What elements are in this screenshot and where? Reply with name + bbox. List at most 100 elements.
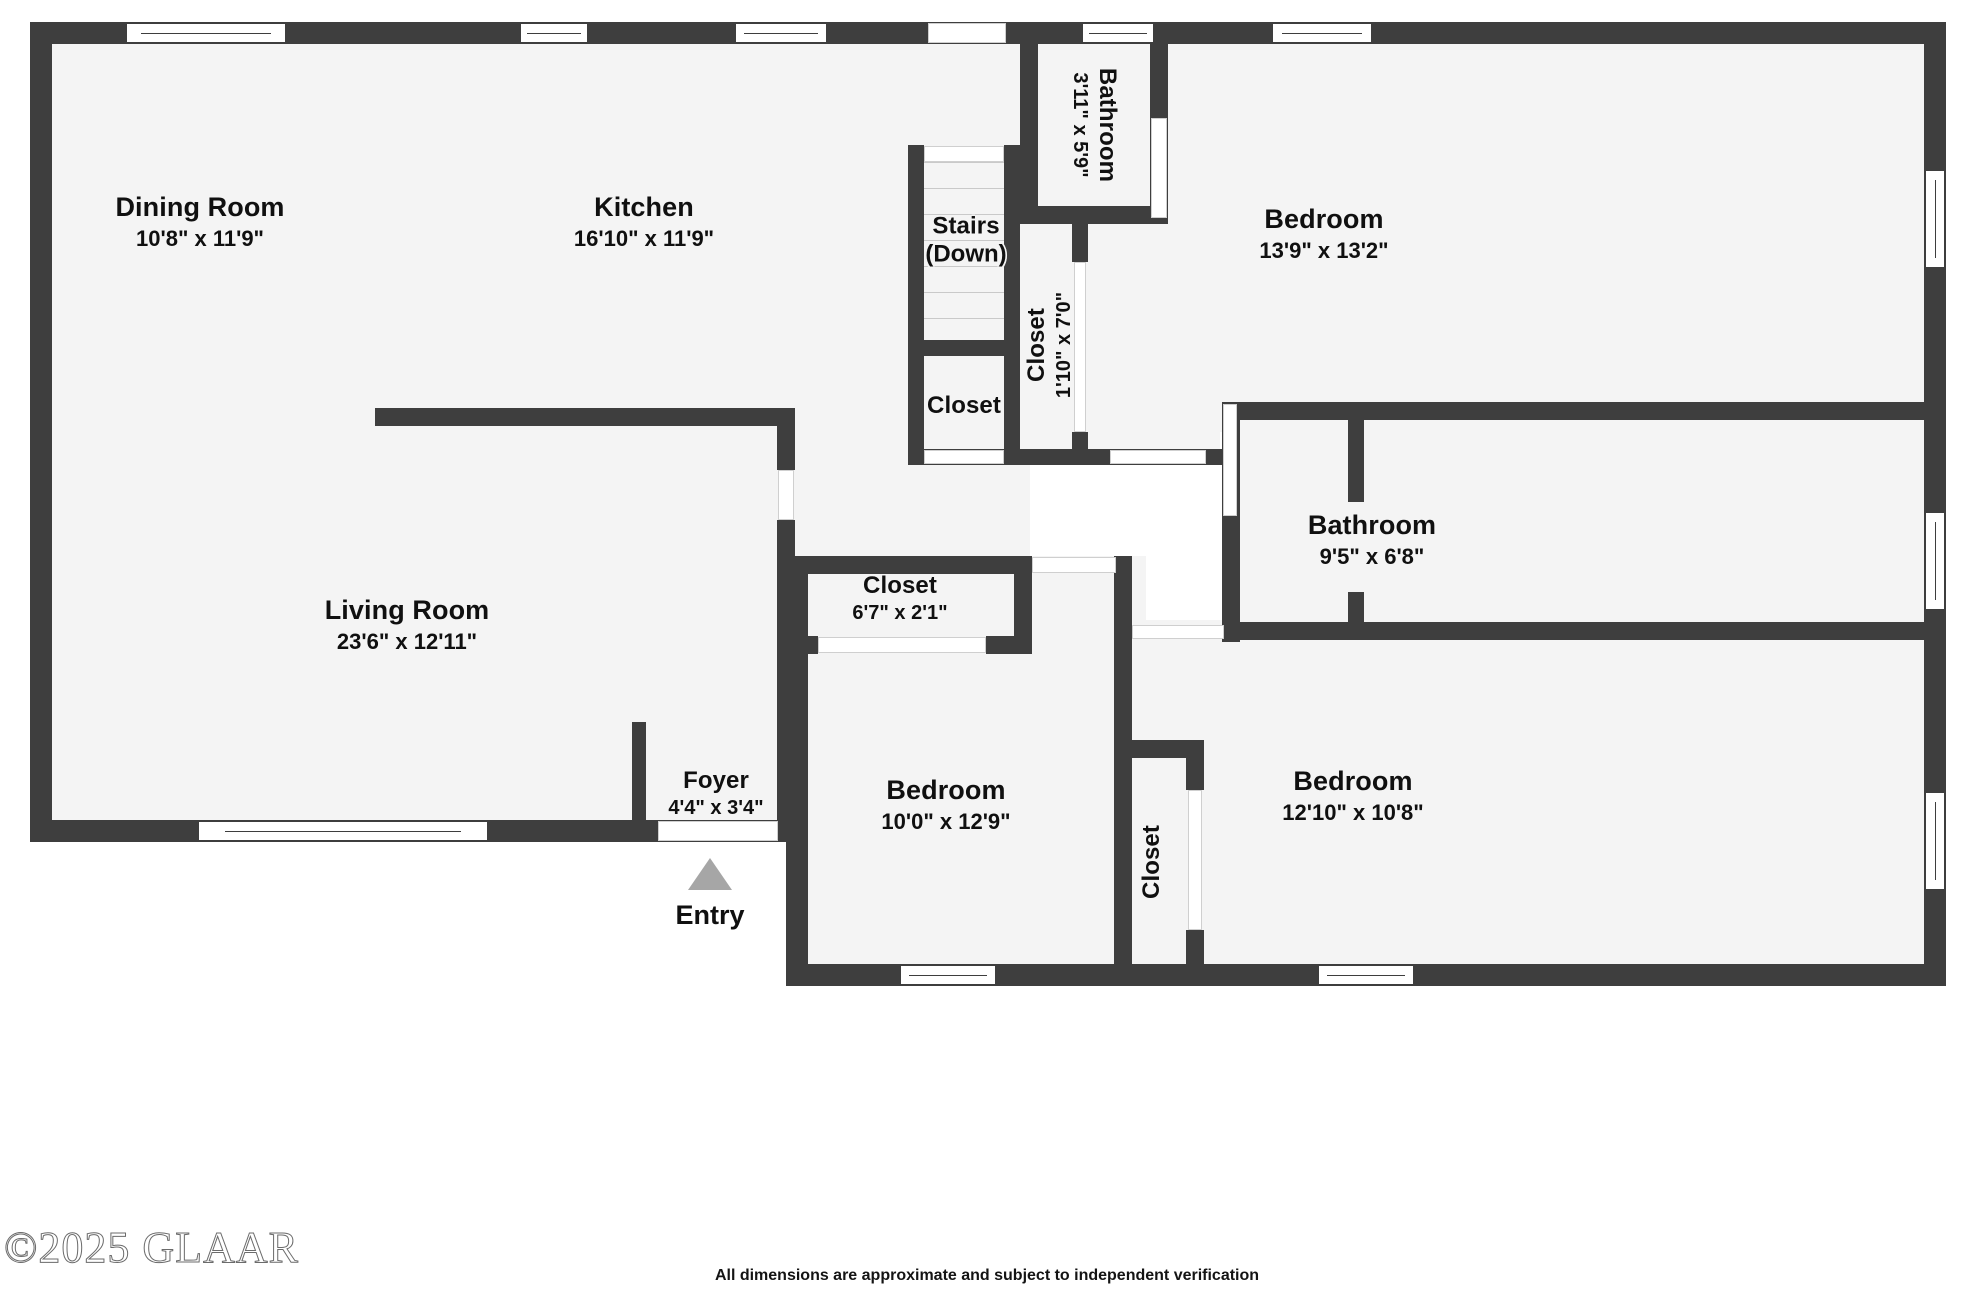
- window-living-room-bottom: [198, 821, 488, 841]
- room-label-bathroom-top: Bathroom 3'11" x 5'9": [1067, 68, 1121, 182]
- floor-area-bottom-right-bedroom: [1130, 620, 1946, 986]
- floor-area-stairs-block: [908, 145, 1020, 465]
- disclaimer-note: All dimensions are approximate and subje…: [714, 1267, 1260, 1284]
- room-name: Closet: [927, 391, 1001, 419]
- floor-area-bathroom-top: [1020, 22, 1168, 222]
- door-opening-hall-closet: [1074, 262, 1086, 432]
- window-kitchen-right: [735, 23, 827, 43]
- entry-label: Entry: [675, 900, 745, 930]
- bottom-closet-wall-right-upper: [1186, 740, 1204, 790]
- room-label-living-room: Living Room 23'6" x 12'11": [325, 595, 490, 655]
- stairwell-wall-left: [908, 145, 924, 465]
- entry-arrow-icon: [688, 858, 732, 890]
- room-dimensions: 6'7" x 2'1": [852, 602, 948, 625]
- stairwell-wall-bottom: [908, 340, 1020, 356]
- room-label-bedroom-top-right: Bedroom 13'9" x 13'2": [1259, 204, 1388, 264]
- door-opening-living-kitchen: [778, 470, 794, 520]
- interior-wall-hall-right: [1204, 449, 1222, 465]
- window-bathroom-right-side: [1925, 512, 1945, 610]
- window-bedroom-right-side: [1925, 170, 1945, 268]
- room-label-dining-room: Dining Room 10'8" x 11'9": [115, 192, 284, 252]
- room-dimensions: 1'10" x 7'0": [1053, 291, 1076, 399]
- right-bathroom-partition-lower: [1348, 592, 1364, 640]
- room-dimensions: (Down): [925, 241, 1007, 268]
- interior-wall-living-hall: [777, 520, 795, 840]
- room-name: Living Room: [324, 595, 490, 626]
- room-label-closet-stairs: Closet: [927, 392, 1001, 420]
- door-opening-foyer-entry: [658, 821, 778, 841]
- room-label-bathroom-right: Bathroom 9'5" x 6'8": [1308, 510, 1436, 570]
- room-name: Bathroom: [1093, 67, 1121, 183]
- center-closet-wall-bottom: [786, 636, 818, 654]
- window-kitchen-left: [520, 23, 588, 43]
- door-opening-bathroom-side: [1151, 118, 1167, 218]
- room-name: Dining Room: [115, 192, 285, 223]
- right-bathroom-wall-bottom: [1222, 622, 1946, 640]
- stair-tread: [924, 214, 1004, 240]
- center-closet-wall-right: [1014, 556, 1032, 654]
- window-bedroom-bottom-right-bottom: [1318, 965, 1414, 985]
- room-label-bedroom-center: Bedroom 10'0" x 12'9": [881, 775, 1010, 835]
- bottom-closet-wall-top: [1130, 740, 1204, 758]
- right-bathroom-partition: [1348, 402, 1364, 502]
- room-label-closet-hall: Closet 1'10" x 7'0": [1023, 292, 1077, 398]
- stair-tread: [924, 292, 1004, 318]
- door-opening-hall-a: [924, 450, 1004, 464]
- right-bathroom-wall-top: [1222, 402, 1946, 420]
- room-dimensions: 4'4" x 3'4": [668, 797, 764, 820]
- door-opening-hall-b: [1110, 450, 1206, 464]
- exterior-wall-left: [30, 22, 52, 842]
- door-opening-center-closet-top: [1032, 557, 1116, 573]
- room-label-closet-bedroom-2: Closet 6'7" x 2'1": [852, 572, 947, 626]
- floor-area-center-bedroom: [786, 556, 1146, 986]
- stair-tread: [924, 318, 1004, 340]
- hall-closet-wall-right: [1072, 224, 1088, 262]
- stair-tread: [924, 162, 1004, 188]
- room-label-bedroom-bottom-right: Bedroom 12'10" x 10'8": [1282, 766, 1423, 826]
- window-bathroom-top: [1082, 23, 1154, 43]
- hall-closet-wall-right-lower: [1072, 432, 1088, 462]
- room-dimensions: 10'0" x 12'9": [881, 808, 1011, 834]
- room-name: Stairs: [932, 212, 1000, 240]
- room-label-kitchen: Kitchen 16'10" x 11'9": [574, 192, 714, 252]
- stair-tread: [924, 188, 1004, 214]
- interior-wall-kitchen-living-vertical: [777, 408, 795, 470]
- room-label-foyer: Foyer 4'4" x 3'4": [668, 767, 763, 821]
- window-dining-room: [126, 23, 286, 43]
- door-opening-center-closet-bottom: [818, 637, 986, 653]
- room-dimensions: 9'5" x 6'8": [1319, 543, 1425, 569]
- room-dimensions: 12'10" x 10'8": [1282, 799, 1424, 825]
- floor-area-top-right-bedroom: [1160, 22, 1946, 432]
- interior-wall-center-bedroom-right: [1114, 556, 1132, 986]
- center-closet-wall-top: [786, 556, 1032, 574]
- room-name: Bedroom: [886, 775, 1006, 806]
- room-name: Closet: [1023, 308, 1051, 382]
- room-name: Bedroom: [1264, 204, 1384, 235]
- door-opening-bathroom-top: [928, 23, 1006, 43]
- copyright-watermark: ©2025 GLAAR: [4, 1223, 299, 1273]
- room-dimensions: 3'11" x 5'9": [1068, 72, 1091, 178]
- stair-tread: [924, 266, 1004, 292]
- room-name: Closet: [863, 572, 937, 600]
- room-name: Closet: [1137, 825, 1165, 899]
- room-dimensions: 13'9" x 13'2": [1259, 237, 1389, 263]
- room-name: Foyer: [683, 767, 749, 795]
- interior-wall-kitchen-living: [375, 408, 795, 426]
- room-label-stairs: Stairs (Down): [925, 213, 1006, 270]
- room-name: Bathroom: [1307, 510, 1437, 541]
- door-opening-bottom-closet: [1188, 790, 1202, 930]
- bottom-closet-wall-right-lower: [1186, 930, 1204, 986]
- room-dimensions: 10'8" x 11'9": [136, 225, 264, 251]
- door-opening-stairs-top: [924, 146, 1004, 162]
- foyer-partition-wall: [632, 722, 646, 840]
- room-name: Bedroom: [1293, 766, 1413, 797]
- door-opening-right-bathroom-top: [1223, 404, 1237, 516]
- stair-tread: [924, 240, 1004, 266]
- room-label-closet-bedroom-3: Closet: [1138, 825, 1166, 899]
- window-bedroom-center-bottom: [900, 965, 996, 985]
- window-bedroom-top-right: [1272, 23, 1372, 43]
- exterior-wall-top-right: [1020, 22, 1946, 44]
- door-opening-right-bathroom: [1132, 625, 1224, 639]
- room-dimensions: 23'6" x 12'11": [336, 628, 478, 654]
